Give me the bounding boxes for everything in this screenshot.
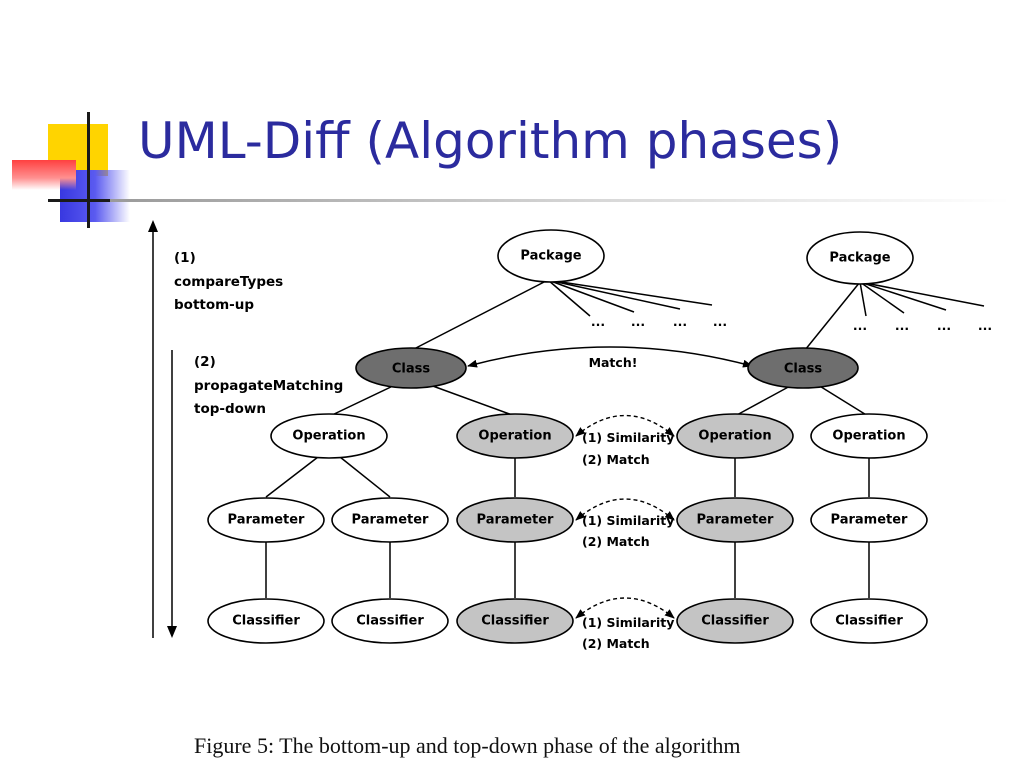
phase1-label: (1) compareTypes bottom-up [174, 250, 283, 313]
svg-text:Operation: Operation [698, 429, 771, 444]
edge [859, 281, 867, 317]
ellipsis-marker: ... [853, 318, 867, 333]
edge [329, 384, 396, 417]
edge [265, 456, 319, 498]
edge [339, 456, 391, 498]
edge [429, 384, 516, 417]
svg-text:Parameter: Parameter [831, 513, 909, 528]
svg-text:Parameter: Parameter [477, 513, 555, 528]
operation-node-matched: Operation [456, 413, 574, 459]
ellipsis-marker: ... [673, 314, 687, 329]
svg-text:Operation: Operation [478, 429, 551, 444]
parameter-node: Parameter [810, 497, 928, 543]
parameter-node: Parameter [207, 497, 325, 543]
edge [859, 281, 947, 311]
svg-text:Classifier: Classifier [232, 614, 300, 629]
parameter-node: Parameter [331, 497, 449, 543]
similarity-line1: (1) Similarity [582, 513, 674, 528]
svg-text:Classifier: Classifier [356, 614, 424, 629]
phase1-direction: bottom-up [174, 297, 254, 313]
svg-text:Classifier: Classifier [835, 614, 903, 629]
phase2-label: (2) propagateMatching top-down [194, 354, 343, 417]
ellipsis-group: ... ... ... ... ... ... ... ... [591, 314, 992, 333]
svg-text:Classifier: Classifier [701, 614, 769, 629]
svg-text:Operation: Operation [292, 429, 365, 444]
edge [411, 279, 549, 351]
logo-red-bar [12, 160, 76, 190]
classifier-node-matched: Classifier [676, 598, 794, 644]
class-node-right: Class [747, 347, 859, 389]
figure-caption: Figure 5: The bottom-up and top-down pha… [194, 733, 741, 758]
phase2-name: propagateMatching [194, 378, 343, 394]
similarity-line1: (1) Similarity [582, 430, 674, 445]
top-down-arrowhead [167, 626, 177, 638]
match-label: Match! [589, 355, 638, 370]
svg-text:Classifier: Classifier [481, 614, 549, 629]
edge [804, 281, 861, 351]
ellipsis-marker: ... [895, 318, 909, 333]
svg-text:Package: Package [520, 249, 581, 264]
tree-edges [265, 279, 985, 598]
operation-node: Operation [810, 413, 928, 459]
svg-text:Class: Class [392, 362, 431, 377]
phase1-name: compareTypes [174, 274, 283, 290]
edge [547, 279, 713, 306]
edge [547, 279, 635, 313]
match-arrow [467, 346, 753, 368]
similarity-line2: (2) Match [582, 636, 650, 651]
classifier-node: Classifier [207, 598, 325, 644]
similarity-line2: (2) Match [582, 534, 650, 549]
svg-text:Parameter: Parameter [352, 513, 430, 528]
similarity-labels: (1) Similarity (2) Match (1) Similarity … [582, 430, 674, 651]
similarity-line2: (2) Match [582, 452, 650, 467]
operation-node: Operation [270, 413, 388, 459]
phase-arrows [148, 220, 177, 638]
ellipsis-marker: ... [631, 314, 645, 329]
edge [859, 281, 985, 307]
ellipsis-marker: ... [713, 314, 727, 329]
ellipsis-marker: ... [978, 318, 992, 333]
class-node-left: Class [355, 347, 467, 389]
svg-text:Parameter: Parameter [697, 513, 775, 528]
phase1-number: (1) [174, 250, 196, 266]
svg-text:Operation: Operation [832, 429, 905, 444]
classifier-node-matched: Classifier [456, 598, 574, 644]
edge [547, 279, 591, 317]
edge [817, 384, 869, 417]
slide-logo [0, 0, 140, 240]
svg-text:Package: Package [829, 251, 890, 266]
parameter-node-matched: Parameter [456, 497, 574, 543]
edge [547, 279, 681, 310]
parameter-node-matched: Parameter [676, 497, 794, 543]
svg-text:Parameter: Parameter [228, 513, 306, 528]
edge [859, 281, 905, 314]
title-underline [110, 199, 1010, 202]
classifier-node: Classifier [331, 598, 449, 644]
classifier-node: Classifier [810, 598, 928, 644]
package-node-right: Package [806, 231, 914, 285]
bottom-up-arrowhead [148, 220, 158, 232]
operation-node-matched: Operation [676, 413, 794, 459]
page-title: UML-Diff (Algorithm phases) [138, 112, 843, 170]
logo-horizontal-line [48, 199, 138, 202]
package-node-left: Package [497, 229, 605, 283]
svg-text:Class: Class [784, 362, 823, 377]
phase2-direction: top-down [194, 401, 266, 417]
phase2-number: (2) [194, 354, 216, 370]
logo-vertical-line [87, 112, 90, 228]
edge [734, 384, 793, 417]
ellipsis-marker: ... [937, 318, 951, 333]
similarity-line1: (1) Similarity [582, 615, 674, 630]
tree-nodes: Package Package Class Class Operation Op… [207, 229, 928, 644]
ellipsis-marker: ... [591, 314, 605, 329]
